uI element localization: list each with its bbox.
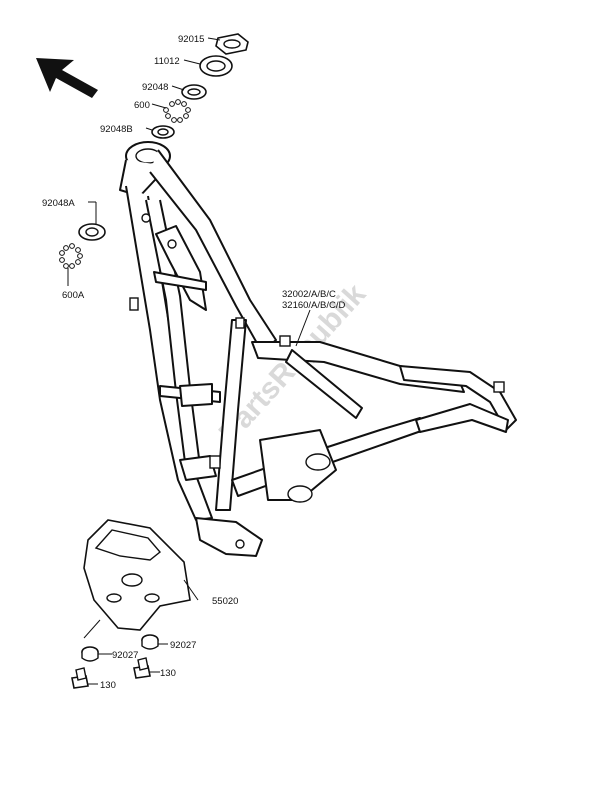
steering-bearing-stack bbox=[59, 33, 249, 269]
label-55020: 55020 bbox=[212, 596, 238, 607]
label-92027-left: 92027 bbox=[112, 650, 138, 661]
label-92048a: 92048A bbox=[42, 198, 75, 209]
label-130-right: 130 bbox=[160, 668, 176, 679]
label-32160: 32160/A/B/C/D bbox=[282, 300, 346, 311]
bolt-right bbox=[133, 657, 151, 679]
label-92027-right: 92027 bbox=[170, 640, 196, 651]
motorcycle-frame bbox=[119, 141, 517, 557]
front-direction-arrow-icon bbox=[36, 58, 98, 98]
label-130-left: 130 bbox=[100, 680, 116, 691]
label-32002: 32002/A/B/C bbox=[282, 289, 336, 300]
leader-lines bbox=[67, 37, 311, 685]
label-92048b: 92048B bbox=[100, 124, 133, 135]
label-11012: 11012 bbox=[154, 56, 180, 67]
rubber-damper-right bbox=[141, 634, 159, 650]
rubber-damper-left bbox=[81, 646, 99, 662]
label-92048: 92048 bbox=[142, 82, 168, 93]
label-600: 600 bbox=[134, 100, 150, 111]
label-600a: 600A bbox=[62, 290, 85, 301]
bolt-left bbox=[71, 667, 89, 689]
label-92015: 92015 bbox=[178, 34, 204, 45]
skid-guard bbox=[83, 519, 191, 631]
